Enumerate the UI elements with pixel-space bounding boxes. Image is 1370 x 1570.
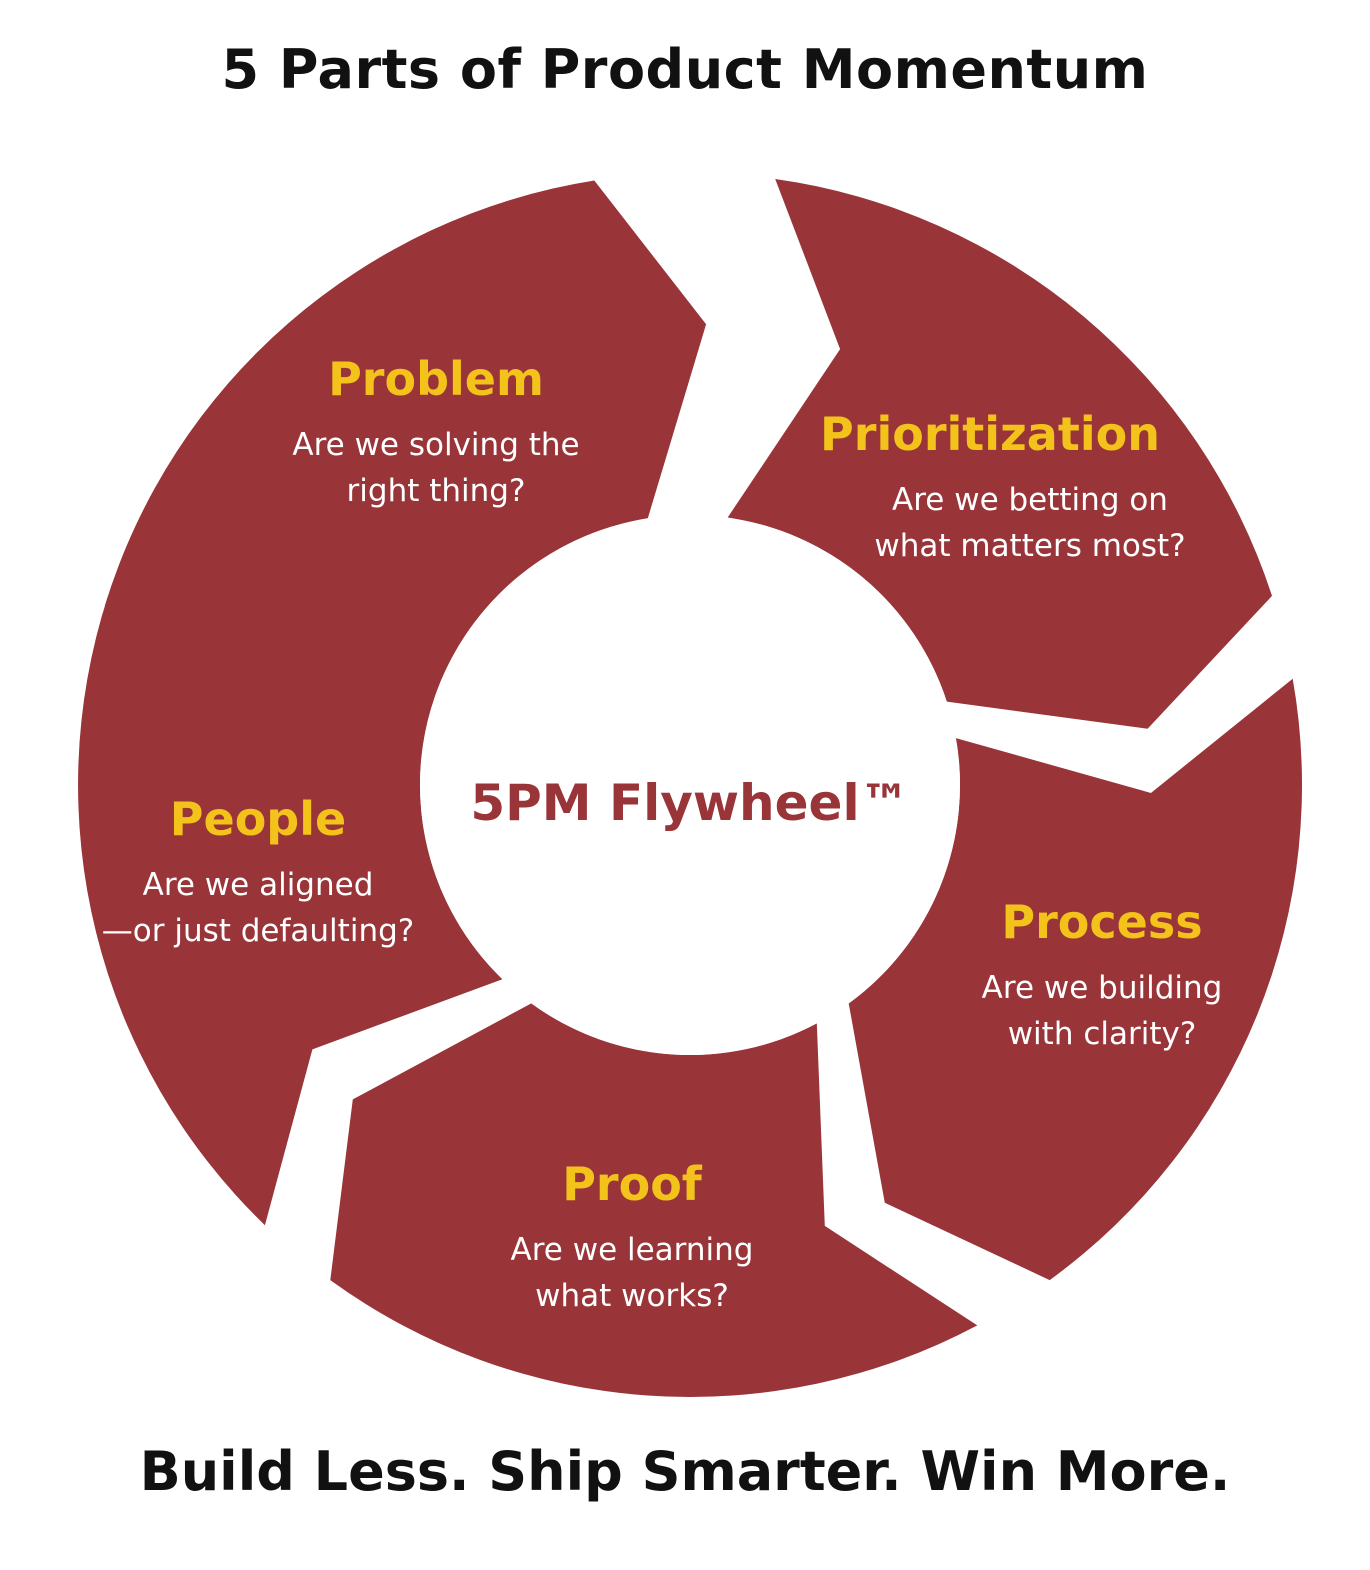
segment-heading: Process [1001,895,1202,949]
segment-prioritization [727,179,1272,729]
segment-heading: People [170,792,346,846]
segment-question-line: Are we building [982,970,1223,1006]
segment-process [848,678,1302,1281]
segment-question-line: —or just defaulting? [102,913,414,949]
segment-question-line: with clarity? [1008,1016,1197,1052]
segment-question-line: what works? [535,1278,729,1314]
tagline: Build Less. Ship Smarter. Win More. [139,1440,1231,1503]
segment-proof [330,1003,978,1398]
segment-question-line: what matters most? [874,528,1185,564]
segment-heading: Prioritization [820,407,1160,461]
segments-layer [78,179,1302,1398]
center-circle [420,515,960,1055]
segment-people [78,561,503,1226]
segment-heading: Problem [328,352,544,406]
segment-question-line: right thing? [347,473,526,509]
segment-question-line: Are we solving the [292,427,579,463]
segment-question-line: Are we aligned [143,867,374,903]
center-label: 5PM Flywheel™ [470,774,909,832]
segment-heading: Proof [562,1157,703,1211]
page-title: 5 Parts of Product Momentum [221,38,1149,101]
segment-question-line: Are we betting on [892,482,1168,518]
segment-problem [104,180,707,707]
segment-question-line: Are we learning [511,1232,754,1268]
